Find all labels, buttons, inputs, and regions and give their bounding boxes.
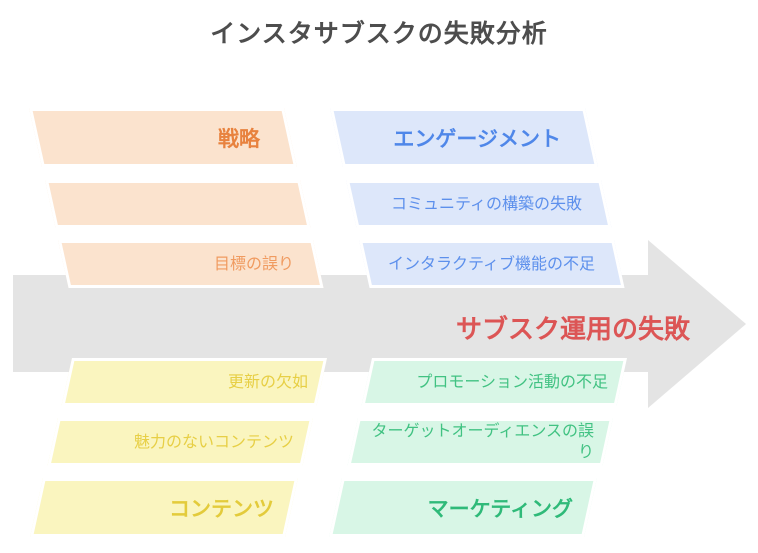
content-item-unattractive: 魅力のないコンテンツ <box>47 418 314 466</box>
strategy-category-label: 戦略 <box>218 127 260 151</box>
strategy-category: 戦略 <box>29 108 297 167</box>
marketing-item-target: ターゲットオーディエンスの誤り <box>347 418 613 466</box>
content-category: コンテンツ <box>30 478 298 537</box>
marketing-item-promotion-label: プロモーション活動の不足 <box>416 373 608 391</box>
content-item-unattractive-label: 魅力のないコンテンツ <box>133 433 294 451</box>
spine-arrow-head <box>648 240 746 408</box>
spine-arrow-body <box>13 275 648 372</box>
engagement-item-interactive: インタラクティブ機能の不足 <box>359 240 625 288</box>
marketing-category-label: マーケティング <box>427 497 573 521</box>
content-item-update-label: 更新の欠如 <box>227 373 308 391</box>
strategy-item-goal-error: 目標の誤り <box>58 240 324 288</box>
content-item-update: 更新の欠如 <box>61 358 328 406</box>
content-category-label: コンテンツ <box>169 497 274 521</box>
strategy-item-blank <box>45 180 311 228</box>
engagement-item-community: コミュニティの構築の失敗 <box>346 180 612 228</box>
diagram-title: インスタサブスクの失敗分析 <box>210 20 548 48</box>
engagement-category: エンゲージメント <box>330 108 598 167</box>
strategy-item-goal-error-label: 目標の誤り <box>213 255 294 273</box>
engagement-item-interactive-label: インタラクティブ機能の不足 <box>387 255 595 273</box>
engagement-category-label: エンゲージメント <box>393 127 561 151</box>
marketing-item-promotion: プロモーション活動の不足 <box>361 358 627 406</box>
spine-label: サブスク運用の失敗 <box>455 314 690 344</box>
marketing-item-target-label: ターゲットオーディエンスの誤り <box>371 423 594 461</box>
engagement-item-community-label: コミュニティの構築の失敗 <box>390 195 582 213</box>
marketing-category: マーケティング <box>329 478 597 537</box>
strategy-item-blank-label <box>45 180 300 228</box>
